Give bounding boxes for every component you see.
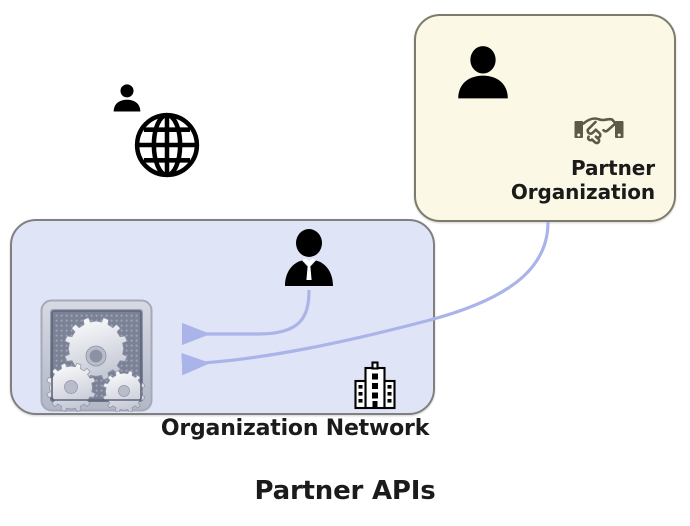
globe-icon bbox=[134, 112, 200, 178]
office-building-icon bbox=[354, 361, 396, 410]
partner-org-box[interactable] bbox=[414, 14, 676, 222]
partner-org-label-line1: Partner bbox=[570, 156, 655, 180]
businessman-icon bbox=[285, 229, 333, 286]
person-icon bbox=[113, 84, 141, 112]
partner-org-label: Partner Organization bbox=[430, 156, 655, 205]
diagram-title: Partner APIs bbox=[254, 476, 436, 506]
org-network-label: Organization Network bbox=[160, 416, 430, 441]
handshake-icon bbox=[574, 117, 624, 145]
person-icon bbox=[458, 46, 508, 99]
gears-app-icon[interactable] bbox=[40, 299, 153, 412]
partner-org-label-line2: Organization bbox=[510, 180, 655, 205]
